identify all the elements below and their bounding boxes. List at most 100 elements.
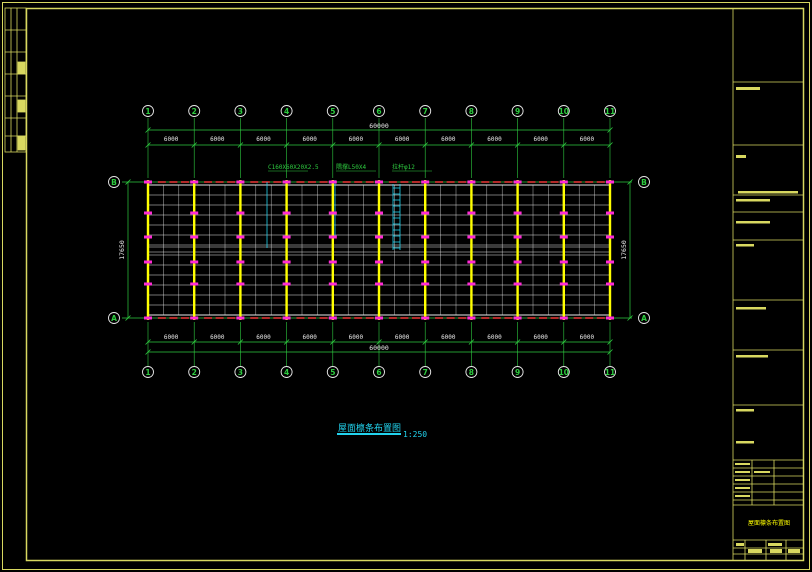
dimension-tick — [145, 349, 151, 355]
fly-brace-mark — [190, 316, 199, 320]
bay-dimension-text: 6000 — [302, 334, 317, 341]
fly-brace-mark — [328, 260, 337, 264]
dimension-tick — [330, 142, 336, 148]
drawing-title: 屋面檩条布置图 — [338, 422, 401, 434]
axis-bubble-1-top-label: 1 — [145, 107, 150, 116]
fly-brace-mark — [467, 235, 476, 239]
fly-brace-mark — [467, 282, 476, 286]
tie-rods — [157, 180, 605, 319]
fly-brace-mark — [606, 211, 614, 215]
bay-dimension-text: 6000 — [256, 136, 271, 143]
dimension-tick — [561, 142, 567, 148]
fly-brace-mark — [421, 260, 430, 264]
axis-bubble-A-left-label: A — [111, 314, 117, 323]
axis-bubble-8-bottom-label: 8 — [469, 368, 474, 377]
bay-dimension-text: 6000 — [580, 136, 595, 143]
sheet-title-text: 屋面檩条布置图 — [748, 519, 790, 527]
bay-dimension-text: 6000 — [256, 334, 271, 341]
fly-brace-mark — [375, 282, 383, 286]
dimension-tick — [283, 142, 290, 148]
fly-brace-mark — [328, 211, 337, 215]
fly-brace-mark — [282, 316, 291, 320]
total-dimension-text: 60000 — [369, 344, 389, 352]
fly-brace-mark — [606, 260, 614, 264]
axis-bubble-5-bottom-label: 5 — [330, 368, 335, 377]
axis-bubble-6-top-circle — [373, 105, 385, 117]
axis-bubble-3-top-circle — [234, 105, 247, 117]
fly-brace-mark — [375, 211, 383, 215]
fly-brace-mark — [375, 180, 383, 184]
axis-bubble-8-top-circle — [465, 105, 478, 117]
axis-bubble-8-bottom-circle — [465, 366, 478, 378]
dimension-tick — [422, 339, 428, 345]
fly-brace-mark — [559, 211, 568, 215]
fly-brace-mark — [606, 180, 614, 184]
fly-brace-mark — [513, 180, 522, 184]
dimension-tick — [237, 142, 244, 148]
dimension-tick — [607, 349, 613, 355]
axis-bubble-9-bottom-circle — [511, 366, 524, 378]
dimension-tick — [561, 339, 567, 345]
fly-brace-mark — [282, 260, 291, 264]
dimension-tick — [191, 142, 197, 148]
drawing-title-underline — [337, 433, 401, 435]
fly-brace-mark — [467, 316, 476, 320]
fly-braces — [144, 180, 614, 320]
fly-brace-mark — [144, 282, 152, 286]
fly-brace-mark — [144, 211, 152, 215]
dimension-tick — [468, 339, 475, 345]
axis-bubble-2-top-circle — [188, 105, 201, 117]
fly-brace-mark — [559, 260, 568, 264]
bay-dimension-text: 6000 — [533, 136, 548, 143]
axis-bubble-B-left-label: B — [111, 178, 117, 187]
axis-bubble-7-top-label: 7 — [423, 107, 428, 116]
fly-brace-mark — [421, 180, 430, 184]
fly-brace-mark — [328, 180, 337, 184]
callout-label: 拉杆φ12 — [392, 163, 415, 171]
dimension-tick — [607, 339, 613, 345]
fly-brace-mark — [375, 235, 383, 239]
fly-brace-mark — [467, 211, 476, 215]
drawing-frame — [25, 7, 805, 562]
fly-brace-mark — [190, 211, 199, 215]
axis-bubble-3-bottom-label: 3 — [238, 368, 243, 377]
dimension-tick — [376, 142, 382, 148]
axis-bubble-9-bottom-label: 9 — [515, 368, 520, 377]
fly-brace-mark — [375, 260, 383, 264]
fly-brace-mark — [513, 211, 522, 215]
fly-brace-mark — [559, 282, 568, 286]
axis-bubble-4-top-circle — [280, 105, 293, 117]
dimension-tick — [125, 179, 131, 185]
axis-bubble-A-right-circle — [638, 312, 650, 324]
fly-brace-mark — [328, 235, 337, 239]
axis-bubble-1-bottom-label: 1 — [145, 368, 150, 377]
fly-brace-mark — [144, 235, 152, 239]
axis-bubble-9-top-label: 9 — [515, 107, 520, 116]
fly-brace-mark — [190, 282, 199, 286]
bay-dimension-text: 6000 — [395, 136, 410, 143]
fly-brace-mark — [282, 282, 291, 286]
fly-brace-mark — [236, 316, 245, 320]
dimension-tick — [145, 127, 151, 133]
title-block — [732, 8, 804, 560]
fly-brace-mark — [559, 235, 568, 239]
dimension-tick — [607, 142, 613, 148]
axis-bubble-1-bottom-circle — [142, 366, 154, 378]
fly-brace-mark — [467, 180, 476, 184]
axis-bubble-6-top-label: 6 — [376, 107, 381, 116]
axis-bubble-3-top-label: 3 — [238, 107, 243, 116]
axis-bubble-8-top-label: 8 — [469, 107, 474, 116]
frame-columns — [146, 180, 612, 320]
bay-dimension-text: 6000 — [349, 136, 364, 143]
bay-dimension-text: 6000 — [210, 334, 225, 341]
bay-dimension-text: 6000 — [487, 334, 502, 341]
axis-bubble-A-right-label: A — [641, 314, 647, 323]
axis-bubble-10-bottom-label: 10 — [559, 368, 569, 377]
dimension-tick — [330, 339, 336, 345]
bay-dimension-text: 6000 — [441, 136, 456, 143]
bay-dimension-text: 6000 — [164, 334, 179, 341]
dimension-tick — [468, 142, 475, 148]
